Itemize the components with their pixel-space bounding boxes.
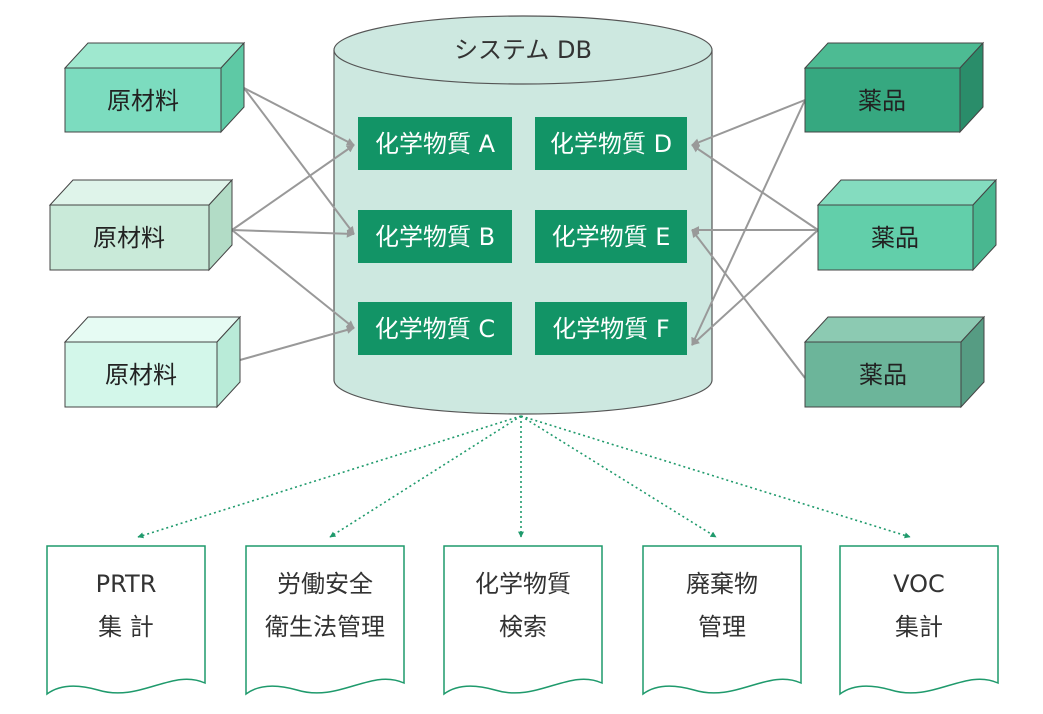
connector-m3-c (239, 326, 355, 361)
material-box-3: 原材料 (63, 315, 242, 409)
output-doc-prtr: PRTR 集 計 (46, 545, 206, 696)
output-doc-safety: 労働安全 衛生法管理 (245, 545, 405, 696)
reagent-label-3: 薬品 (859, 361, 907, 389)
material-label-3: 原材料 (105, 361, 177, 389)
db-title: システム DB (454, 36, 592, 64)
output-label-voc-2: 集計 (895, 613, 943, 641)
chemical-box-f: 化学物質 F (535, 302, 687, 355)
chemical-label-e: 化学物質 E (552, 223, 671, 251)
material-box-2: 原材料 (48, 178, 234, 272)
dotted-arrow-prtr (137, 415, 522, 539)
output-label-search-1: 化学物質 (475, 570, 571, 598)
material-box-1: 原材料 (63, 41, 246, 134)
dotted-arrow-waste (520, 415, 717, 538)
material-connectors (231, 87, 355, 361)
reagent-box-2: 薬品 (816, 178, 998, 272)
chemical-box-e: 化学物質 E (535, 210, 687, 263)
reagent-connectors (691, 99, 819, 379)
connector-r1-d (691, 99, 806, 147)
chemical-box-b: 化学物質 B (358, 210, 512, 263)
reagent-label-2: 薬品 (871, 224, 919, 252)
output-label-waste-1: 廃棄物 (686, 570, 758, 598)
connector-r2-d (691, 144, 819, 231)
output-label-safety-1: 労働安全 (277, 570, 373, 598)
output-doc-waste: 廃棄物 管理 (642, 545, 802, 696)
chemical-box-a: 化学物質 A (358, 117, 512, 170)
chemical-boxes: 化学物質 A 化学物質 B 化学物質 C 化学物質 D 化学物質 E 化学物質 … (358, 117, 687, 355)
output-label-safety-2: 衛生法管理 (265, 613, 385, 641)
material-label-1: 原材料 (107, 87, 179, 115)
connector-r2-f (691, 229, 819, 346)
output-doc-voc: VOC 集計 (839, 545, 999, 696)
chemical-box-c: 化学物質 C (358, 302, 512, 355)
connector-m2-c (231, 229, 355, 329)
material-label-2: 原材料 (93, 224, 165, 252)
output-label-prtr-2: 集 計 (98, 613, 154, 641)
output-label-waste-2: 管理 (698, 613, 746, 641)
chemical-label-c: 化学物質 C (375, 315, 495, 343)
output-doc-search: 化学物質 検索 (443, 545, 603, 696)
reagent-box-1: 薬品 (803, 41, 985, 134)
chemical-label-b: 化学物質 B (375, 223, 495, 251)
chemical-box-d: 化学物質 D (535, 117, 687, 170)
dotted-arrow-safety (329, 415, 522, 538)
output-label-voc-1: VOC (893, 570, 945, 598)
output-connectors (137, 415, 911, 539)
connector-r1-f (691, 99, 806, 346)
output-label-search-2: 検索 (499, 613, 547, 641)
chemical-label-d: 化学物質 D (550, 130, 672, 158)
reagent-box-3: 薬品 (803, 315, 986, 409)
chemical-label-a: 化学物質 A (375, 130, 496, 158)
connector-m2-a (231, 144, 355, 231)
connector-m2-b (231, 229, 355, 238)
connector-m1-b (243, 87, 355, 235)
chemical-label-f: 化学物質 F (552, 315, 669, 343)
output-label-prtr-1: PRTR (96, 570, 157, 598)
dotted-arrow-voc (520, 415, 911, 539)
reagent-label-1: 薬品 (858, 87, 906, 115)
connector-m1-a (243, 87, 355, 146)
connector-r3-e (691, 229, 806, 379)
